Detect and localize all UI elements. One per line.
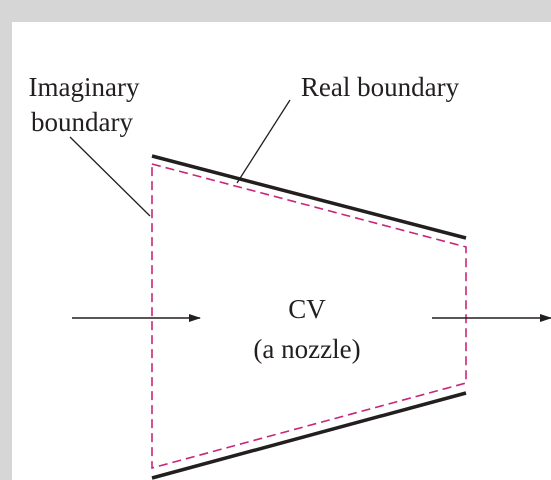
real-boundary-bottom-wall bbox=[151, 391, 467, 480]
cv-sublabel: (a nozzle) bbox=[253, 334, 360, 364]
diagram-canvas: Imaginary boundary Real boundary CV (a n… bbox=[12, 22, 551, 480]
imaginary-boundary bbox=[151, 162, 467, 470]
imaginary-label-line1: Imaginary bbox=[29, 72, 140, 102]
real-leader-line bbox=[236, 99, 291, 184]
real-boundary-top-wall bbox=[151, 154, 467, 240]
imaginary-label-line2: boundary bbox=[31, 107, 133, 137]
imaginary-leader-line bbox=[69, 136, 151, 217]
real-boundary-label: Real boundary bbox=[301, 72, 460, 102]
cv-label: CV bbox=[288, 294, 326, 324]
